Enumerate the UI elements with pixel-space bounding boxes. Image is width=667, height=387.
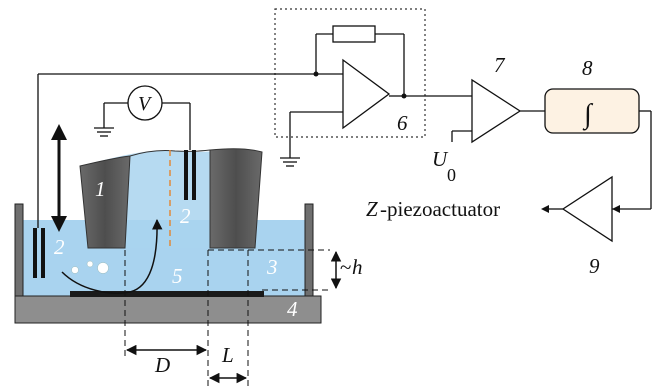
label-7: 7	[494, 53, 506, 77]
base-plate	[14, 295, 322, 324]
label-8: 8	[582, 56, 593, 80]
gas-bubbles	[71, 260, 109, 274]
counter-electrode-left-b	[41, 228, 45, 278]
label-3: 3	[266, 255, 278, 279]
signal-wires	[37, 73, 472, 228]
integrator-symbol: ∫	[582, 99, 594, 131]
u0-label-main: U	[432, 147, 449, 171]
amplifier-7	[451, 78, 545, 144]
dimension-l-label: L	[221, 343, 234, 367]
arrow-into-9	[612, 205, 620, 213]
label-1: 1	[95, 177, 106, 201]
label-6: 6	[397, 111, 408, 135]
voltmeter-circuit	[94, 102, 191, 150]
dimension-guides	[124, 249, 330, 386]
u0-label-sub: 0	[447, 165, 456, 185]
reference-electrode-right	[184, 150, 188, 200]
z-output-arrowhead	[541, 205, 549, 213]
tank-left-wall	[14, 203, 24, 298]
voltmeter-circle	[127, 85, 163, 121]
opamp-6	[280, 25, 405, 167]
label-2-left: 2	[54, 235, 65, 259]
flow-arrow	[61, 218, 163, 294]
counter-electrode-left	[33, 228, 37, 278]
voltmeter-label: V	[138, 93, 153, 115]
label-2-right: 2	[180, 204, 191, 228]
dimension-d-label: D	[154, 353, 170, 377]
label-4: 4	[287, 297, 298, 321]
label-9: 9	[589, 254, 600, 278]
amplifier-box-6	[274, 8, 426, 138]
z-label-suffix: -piezoactuator	[380, 197, 500, 221]
tool-electrode-1	[79, 148, 263, 249]
substrate-4	[70, 291, 264, 297]
z-label-prefix: Z	[366, 197, 378, 221]
motion-double-arrow	[51, 124, 67, 232]
amplifier-9	[561, 175, 613, 243]
label-5: 5	[172, 264, 183, 288]
reference-electrode-right-b	[192, 150, 196, 200]
dimension-h-prefix: ~	[340, 255, 351, 279]
dimension-h-label: h	[352, 255, 363, 279]
integrator-8	[544, 88, 640, 134]
